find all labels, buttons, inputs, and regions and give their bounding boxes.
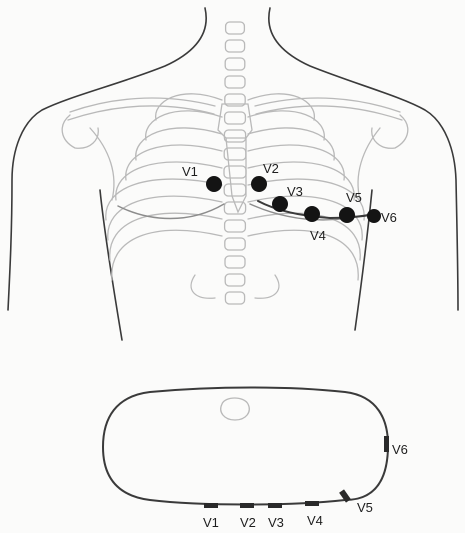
vertebra: [225, 220, 246, 232]
vertebra: [225, 256, 245, 268]
rib-left: [136, 128, 222, 160]
rib-left: [116, 162, 222, 200]
thorax-cross-section: V1 V2 V3 V4 V5 V6: [103, 388, 408, 531]
cross-mark-v2: [240, 503, 254, 508]
cross-mark-v3: [268, 503, 282, 508]
rib-left: [110, 213, 222, 260]
cross-mark-v1: [204, 503, 218, 508]
electrode-v5: [339, 207, 355, 223]
cross-label-v4: V4: [307, 513, 323, 528]
rib-left: [112, 230, 222, 280]
rib-cage: [106, 94, 364, 280]
cross-label-v5: V5: [357, 500, 373, 515]
clavicles: [62, 98, 408, 200]
electrode-v4: [304, 206, 320, 222]
electrode-v2: [251, 176, 267, 192]
electrode-v6: [367, 209, 381, 223]
vertebra: [225, 58, 245, 70]
vertebra: [225, 40, 244, 52]
chest-label-v6: V6: [381, 210, 397, 225]
rib-left: [146, 111, 222, 140]
vertebra: [225, 238, 245, 250]
cross-mark-v6: [384, 436, 389, 452]
chest-label-v3: V3: [287, 184, 303, 199]
electrode-v1: [206, 176, 222, 192]
electrode-v3: [272, 196, 288, 212]
vertebra: [225, 112, 246, 124]
spine: [224, 22, 246, 304]
cross-label-v1: V1: [203, 515, 219, 530]
cross-mark-v4: [305, 501, 319, 506]
vertebra: [224, 184, 246, 196]
vertebra: [225, 274, 245, 286]
vertebra: [224, 130, 245, 142]
chest-label-v1: V1: [182, 164, 198, 179]
cross-label-v6: V6: [392, 442, 408, 457]
vertebra: [225, 76, 245, 88]
chest-label-v4: V4: [310, 228, 326, 243]
cross-section-spine: [221, 398, 249, 420]
cross-label-v3: V3: [268, 515, 284, 530]
chest-label-v2: V2: [263, 161, 279, 176]
rib-right: [248, 230, 358, 280]
cross-label-v2: V2: [240, 515, 256, 530]
cross-section-outline: [103, 388, 388, 505]
vertebra: [224, 166, 246, 178]
rib-right: [248, 111, 324, 140]
vertebra: [226, 22, 245, 34]
vertebra: [225, 292, 244, 304]
chest-label-v5: V5: [346, 190, 362, 205]
rib-right: [248, 128, 334, 160]
